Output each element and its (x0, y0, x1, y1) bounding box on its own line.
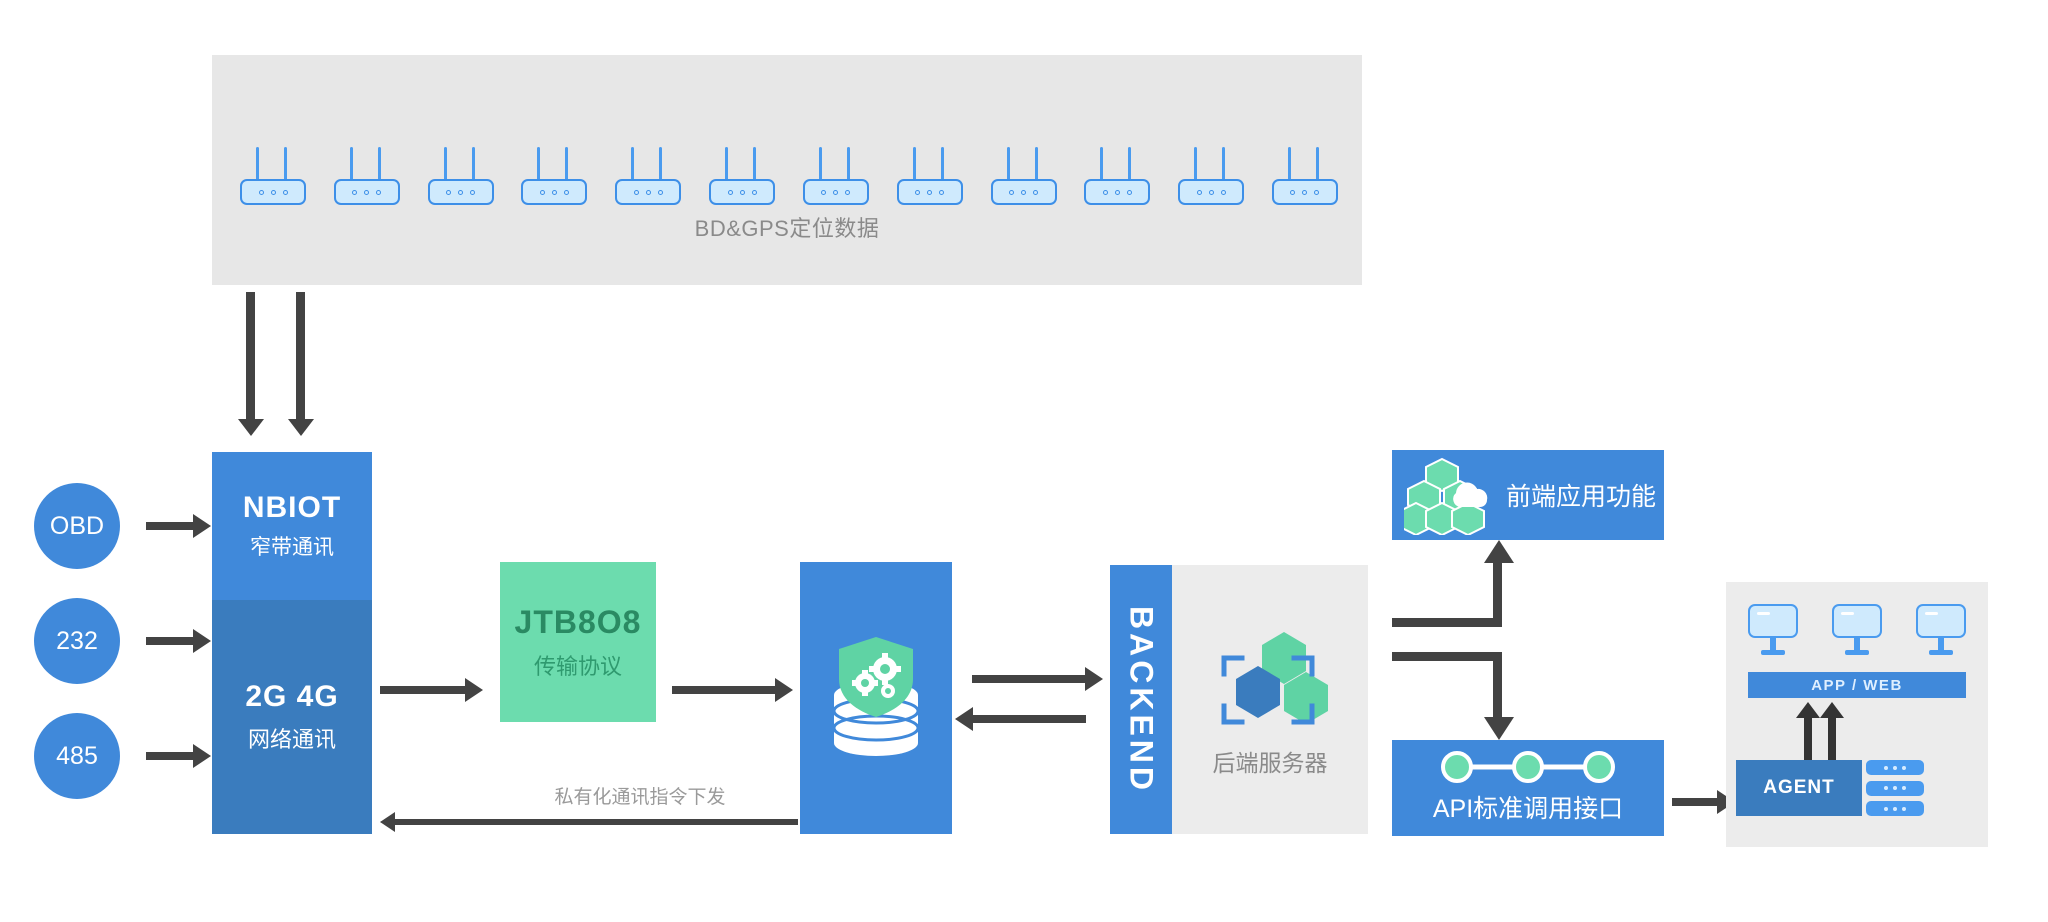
arrow-database-to-backend (972, 667, 1103, 691)
network-cell[interactable]: 2G 4G 网络通讯 (212, 600, 372, 834)
arrow-feedback-to-comm (380, 812, 798, 832)
nbiot-title: NBIOT (242, 491, 342, 524)
monitor-icon (1832, 604, 1882, 662)
elbow-backend-to-frontend-v (1484, 540, 1514, 627)
elbow-backend-to-api-h (1392, 652, 1502, 661)
network-subtitle: 网络通讯 (247, 727, 336, 752)
server-bar (1866, 780, 1924, 796)
input-circle-obd[interactable]: OBD (34, 483, 120, 569)
backend-panel-label: 后端服务器 (1212, 749, 1328, 776)
agent-box[interactable]: AGENT (1736, 760, 1862, 816)
agent-uplink-arrow-1 (1796, 702, 1820, 762)
router-icon (240, 147, 306, 205)
router-icon (521, 147, 588, 205)
api-interface-label: API标准调用接口 (1432, 795, 1624, 823)
hexagon-nodes-icon (1221, 631, 1328, 724)
frontend-app-box[interactable]: 前端应用功能 (1392, 450, 1664, 540)
input-circle-label: 485 (56, 741, 98, 770)
arrow-obd-to-nbiot (146, 514, 211, 538)
agent-label: AGENT (1763, 777, 1835, 798)
nbiot-cell[interactable]: NBIOT 窄带通讯 (212, 452, 372, 600)
arrow-backend-to-database (955, 707, 1086, 731)
arrow-232-to-nbiot (146, 629, 211, 653)
monitor-icon (1748, 604, 1798, 662)
nodes-chain-icon (1441, 751, 1615, 783)
server-bar (1866, 801, 1924, 816)
arrow-485-to-nbiot (146, 744, 211, 768)
input-circle-label: 232 (56, 626, 98, 655)
database-box[interactable] (800, 562, 952, 834)
router-icon (709, 147, 776, 205)
frontend-app-label: 前端应用功能 (1506, 483, 1657, 511)
router-icon (1271, 147, 1338, 205)
router-device-row (240, 145, 1338, 205)
backend-bar-label: BACKEND (1123, 605, 1160, 794)
protocol-box[interactable]: JTB8O8 传输协议 (500, 562, 656, 722)
backend-panel: 后端服务器 (1172, 565, 1368, 834)
router-icon (1178, 147, 1245, 205)
agent-uplink-arrow-2 (1820, 702, 1844, 762)
server-stack (1866, 760, 1924, 816)
database-shield-gears-icon (832, 637, 920, 756)
feedback-arrow-label: 私有化通讯指令下发 (554, 787, 726, 808)
network-title: 2G 4G (245, 680, 339, 713)
client-agent-panel: APP / WEB AGENT (1726, 582, 1988, 847)
app-web-label: APP / WEB (1811, 676, 1903, 694)
server-bar (1866, 760, 1924, 775)
router-icon (1084, 147, 1151, 205)
downlink-arrow-1 (237, 292, 264, 436)
downlink-arrow-2 (287, 292, 314, 436)
bd-gps-panel-label: BD&GPS定位数据 (694, 216, 880, 241)
router-icon (427, 147, 494, 205)
arrow-api-to-agent (1672, 790, 1735, 814)
elbow-backend-to-api-v (1484, 652, 1514, 740)
input-circle-232[interactable]: 232 (34, 598, 120, 684)
bd-gps-device-panel: BD&GPS定位数据 (212, 55, 1362, 285)
protocol-title: JTB8O8 (514, 603, 642, 640)
monitor-icon (1916, 604, 1966, 662)
communication-module: NBIOT 窄带通讯 2G 4G 网络通讯 (212, 452, 372, 834)
router-icon (333, 147, 400, 205)
router-icon (990, 147, 1057, 205)
input-circle-label: OBD (49, 511, 105, 540)
arrow-comm-to-protocol (380, 678, 483, 702)
input-circle-485[interactable]: 485 (34, 713, 120, 799)
router-icon (615, 147, 682, 205)
api-interface-box[interactable]: API标准调用接口 (1392, 740, 1664, 836)
monitor-row (1748, 604, 1966, 664)
cloud-cubes-icon (1404, 457, 1488, 535)
nbiot-subtitle: 窄带通讯 (250, 536, 334, 559)
router-icon (802, 147, 869, 205)
protocol-subtitle: 传输协议 (533, 653, 622, 679)
app-web-bar[interactable]: APP / WEB (1748, 672, 1966, 698)
backend-server-box[interactable]: BACKEND 后端服务器 (1110, 565, 1368, 834)
elbow-backend-to-frontend-h (1392, 618, 1502, 627)
arrow-protocol-to-database (672, 678, 793, 702)
backend-vertical-bar: BACKEND (1110, 565, 1172, 834)
router-icon (896, 147, 963, 205)
